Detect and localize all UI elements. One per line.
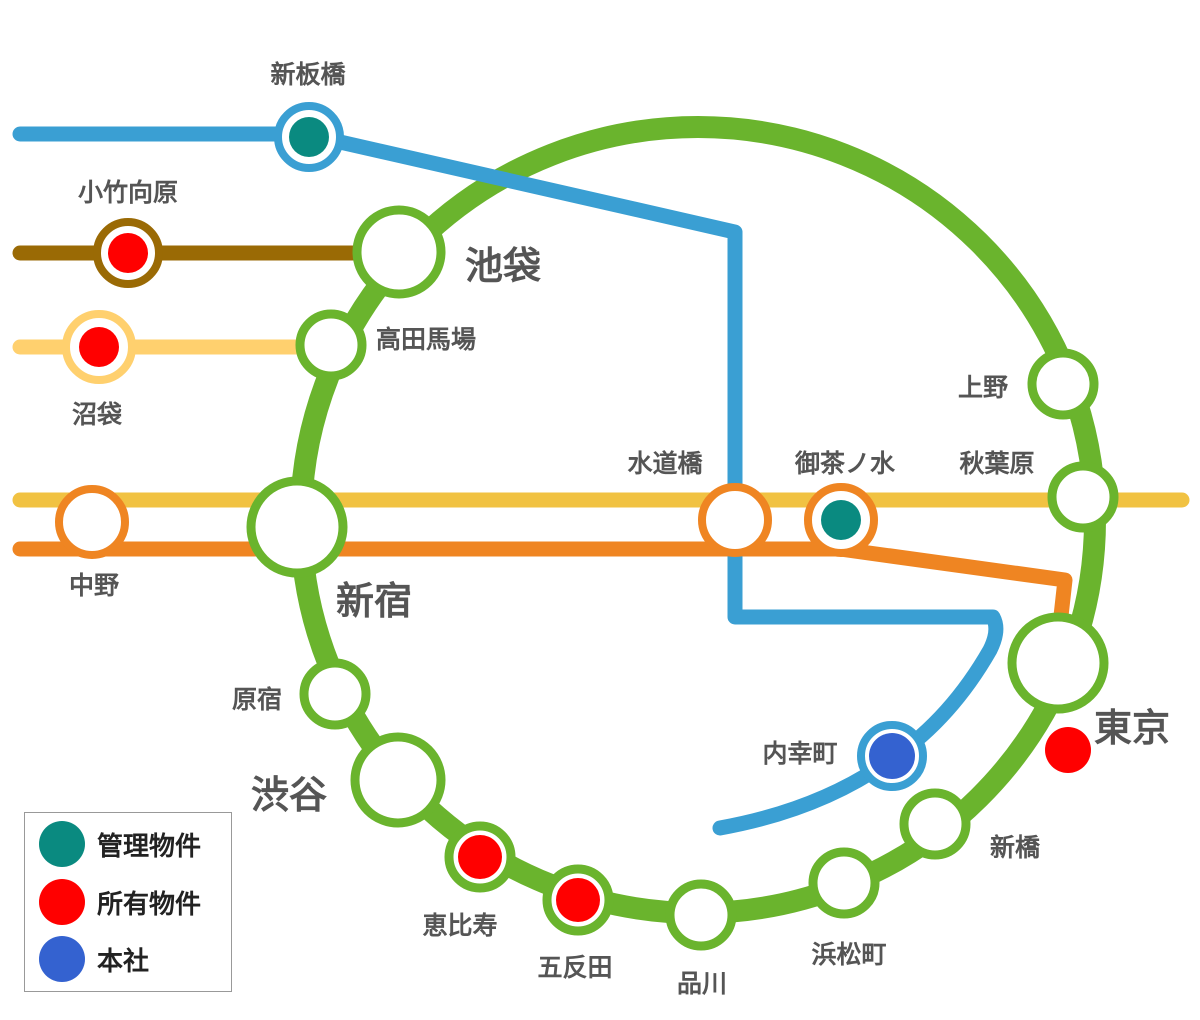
numabukuro-label: 沼袋 bbox=[72, 400, 123, 429]
ochanomizu-label: 御茶ノ水 bbox=[794, 449, 896, 478]
legend-hq-label: 本社 bbox=[97, 946, 150, 977]
headquarters-marker bbox=[869, 733, 915, 779]
nakano-station-marker[interactable] bbox=[55, 485, 129, 559]
shibuya-label: 渋谷 bbox=[251, 773, 327, 817]
hamamatsucho-station-marker[interactable] bbox=[808, 847, 880, 919]
hamamatsucho-label: 浜松町 bbox=[811, 940, 886, 969]
suidobashi-label: 水道橋 bbox=[627, 449, 703, 478]
shinjuku-station-marker[interactable] bbox=[246, 476, 348, 578]
akihabara-station-marker[interactable] bbox=[1047, 461, 1119, 533]
harajuku-station-marker[interactable] bbox=[299, 658, 371, 730]
gotanda-label: 五反田 bbox=[537, 953, 612, 982]
shinagawa-station-marker[interactable] bbox=[665, 879, 737, 951]
suidobashi-station-marker[interactable] bbox=[698, 483, 772, 557]
owned-property-marker bbox=[556, 878, 600, 922]
shin-itabashi-label: 新板橋 bbox=[270, 60, 346, 89]
takadanobaba-label: 高田馬場 bbox=[376, 325, 476, 354]
owned-property-marker bbox=[1045, 727, 1091, 773]
shimbashi-label: 新橋 bbox=[990, 833, 1041, 862]
legend-owned-label: 所有物件 bbox=[97, 889, 202, 920]
owned-property-marker bbox=[79, 327, 119, 367]
owned-property-marker bbox=[458, 835, 502, 879]
owned-dot-icon bbox=[39, 879, 85, 925]
ikebukuro-station-marker[interactable] bbox=[352, 205, 446, 299]
hq-dot-icon bbox=[39, 936, 85, 982]
shinjuku-label: 新宿 bbox=[336, 579, 412, 623]
ueno-station-marker[interactable] bbox=[1027, 348, 1099, 420]
shibuya-station-marker[interactable] bbox=[350, 732, 446, 828]
managed-dot-icon bbox=[39, 821, 85, 867]
shimbashi-station-marker[interactable] bbox=[899, 788, 971, 860]
legend-managed: 管理物件 bbox=[39, 821, 201, 867]
kotake-mukaihara-label: 小竹向原 bbox=[78, 178, 178, 207]
ikebukuro-label: 池袋 bbox=[465, 244, 541, 288]
tokyo-label: 東京 bbox=[1094, 706, 1170, 750]
legend-owned: 所有物件 bbox=[39, 879, 201, 925]
uchisaiwaicho-label: 内幸町 bbox=[762, 739, 837, 768]
tokyo-station-marker[interactable] bbox=[1007, 612, 1109, 714]
harajuku-label: 原宿 bbox=[232, 685, 282, 714]
nakano-label: 中野 bbox=[69, 571, 119, 600]
legend-hq: 本社 bbox=[39, 936, 149, 982]
managed-property-marker bbox=[289, 117, 329, 157]
akihabara-label: 秋葉原 bbox=[959, 449, 1034, 478]
managed-property-marker bbox=[821, 500, 861, 540]
legend-box: 管理物件 所有物件 本社 bbox=[24, 812, 232, 992]
ebisu-label: 恵比寿 bbox=[422, 911, 497, 940]
ueno-label: 上野 bbox=[958, 373, 1008, 402]
takadanobaba-station-marker[interactable] bbox=[295, 309, 367, 381]
owned-property-marker bbox=[108, 233, 148, 273]
legend-managed-label: 管理物件 bbox=[97, 831, 202, 862]
blue-rail-line bbox=[12, 126, 1004, 836]
shinagawa-label: 品川 bbox=[677, 969, 727, 998]
